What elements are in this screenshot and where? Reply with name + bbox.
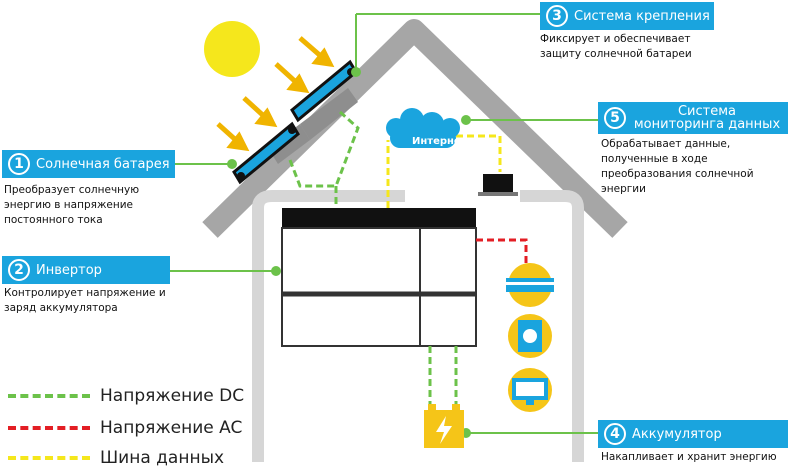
data-bus-line bbox=[386, 134, 502, 208]
internet-label: Интернет bbox=[412, 136, 467, 147]
callout-inverter: 2 Инвертор bbox=[2, 256, 170, 284]
callout-desc: Обрабатывает данные, полученные в ходе п… bbox=[601, 138, 754, 195]
legend-dc: Напряжение DC bbox=[8, 386, 244, 406]
callout-desc: Накапливает и хранит энергию bbox=[601, 451, 777, 463]
callout-number: 3 bbox=[546, 5, 568, 27]
house-walls bbox=[252, 190, 584, 462]
callout-solar-panel: 1 Солнечная батарея bbox=[2, 150, 175, 178]
legend-data-swatch bbox=[8, 456, 90, 460]
sun-icon bbox=[204, 21, 260, 77]
callout-title: Система крепления bbox=[574, 8, 710, 24]
callout-battery: 4 Аккумулятор bbox=[598, 420, 788, 448]
legend-data-label: Шина данных bbox=[100, 448, 225, 468]
dc-line-panel bbox=[288, 110, 360, 188]
callout-desc: Фиксирует и обеспечивает защиту солнечно… bbox=[540, 33, 692, 60]
legend-dc-swatch bbox=[8, 394, 90, 398]
callout-title: Инвертор bbox=[36, 262, 102, 278]
legend-dc-label: Напряжение DC bbox=[100, 386, 245, 406]
internet-cloud-icon bbox=[386, 108, 460, 148]
dc-line-battery bbox=[428, 346, 458, 410]
callout-desc: Контролирует напряжение и заряд аккумуля… bbox=[4, 287, 166, 314]
callout-monitoring-system: 5 Система мониторинга данных bbox=[598, 102, 788, 134]
legend-ac-label: Напряжение AC bbox=[100, 418, 243, 438]
callout-number: 2 bbox=[8, 259, 30, 281]
monitoring-device-icon bbox=[483, 174, 513, 192]
callout-title: Аккумулятор bbox=[632, 426, 722, 442]
ac-line bbox=[476, 238, 528, 268]
callout-number: 4 bbox=[604, 423, 626, 445]
legend-ac: Напряжение AC bbox=[8, 418, 242, 438]
callout-number: 5 bbox=[604, 107, 626, 129]
legend-ac-swatch bbox=[8, 426, 90, 430]
legend-data-bus: Шина данных bbox=[8, 448, 224, 468]
callout-title: Система мониторинга данных bbox=[633, 104, 781, 132]
appliances bbox=[506, 263, 554, 412]
callout-number: 1 bbox=[8, 153, 30, 175]
callout-desc: Преобразует солнечную энергию в напряжен… bbox=[4, 184, 140, 226]
inverter-icon bbox=[281, 208, 477, 347]
callout-mounting-system: 3 Система крепления bbox=[540, 2, 714, 30]
sun-rays bbox=[216, 36, 335, 152]
mounting-rail bbox=[300, 88, 358, 140]
callout-title: Солнечная батарея bbox=[36, 156, 170, 172]
battery-icon bbox=[424, 404, 464, 448]
